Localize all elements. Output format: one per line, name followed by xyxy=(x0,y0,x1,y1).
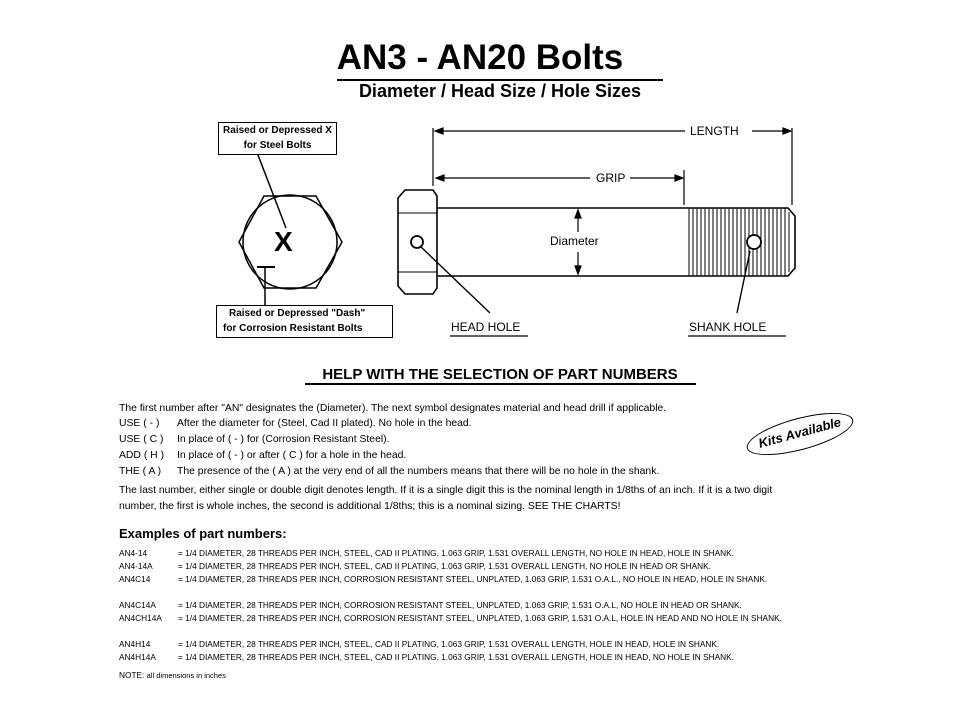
head-hole-label: HEAD HOLE xyxy=(451,320,521,334)
example-desc: = 1/4 DIAMETER, 28 THREADS PER INCH, STE… xyxy=(178,561,711,571)
example-code: AN4-14A xyxy=(119,561,153,571)
example-code: AN4H14A xyxy=(119,652,156,662)
length-arrow-left xyxy=(433,127,444,135)
hex-head-bearing-circle xyxy=(242,194,338,290)
title-underline xyxy=(337,79,663,81)
example-desc: = 1/4 DIAMETER, 28 THREADS PER INCH, COR… xyxy=(178,613,782,623)
example-code: AN4C14 xyxy=(119,574,151,584)
cres-callout-box: Raised or Depressed "Dash" for Corrosion… xyxy=(216,305,393,338)
length-arrow-right xyxy=(782,127,793,135)
help-row-key: THE ( A ) xyxy=(119,466,162,477)
shank-hole xyxy=(746,234,762,250)
example-desc: = 1/4 DIAMETER, 28 THREADS PER INCH, COR… xyxy=(178,600,742,610)
note-text: all dimensions in inches xyxy=(146,671,226,680)
note: NOTE: all dimensions in inches xyxy=(119,670,226,680)
head-hole-leader xyxy=(419,245,491,314)
shank-hole-label: SHANK HOLE xyxy=(689,320,767,334)
example-code: AN4-14 xyxy=(119,548,148,558)
length-explanation-line1: The last number, either single or double… xyxy=(119,485,773,496)
help-row-value: In place of ( - ) or after ( C ) for a h… xyxy=(177,450,407,461)
help-title-underline xyxy=(305,383,696,385)
page-subtitle: Diameter / Head Size / Hole Sizes xyxy=(358,81,642,101)
head-mark-x: X xyxy=(274,226,293,257)
example-desc: = 1/4 DIAMETER, 28 THREADS PER INCH, STE… xyxy=(178,548,734,558)
length-label: LENGTH xyxy=(690,124,739,138)
diameter-label: Diameter xyxy=(549,234,600,248)
example-desc: = 1/4 DIAMETER, 28 THREADS PER INCH, STE… xyxy=(178,639,720,649)
shank-hole-leader xyxy=(736,250,751,314)
help-row-key: ADD ( H ) xyxy=(119,450,165,461)
help-row-key: USE ( - ) xyxy=(119,418,160,429)
example-desc: = 1/4 DIAMETER, 28 THREADS PER INCH, COR… xyxy=(178,574,768,584)
example-code: AN4C14A xyxy=(119,600,156,610)
help-title: HELP WITH THE SELECTION OF PART NUMBERS xyxy=(322,366,678,383)
diameter-arrow-bottom xyxy=(574,265,582,276)
length-explanation-line2: number, the first is whole inches, the s… xyxy=(119,501,621,512)
help-row-value: The presence of the ( A ) at the very en… xyxy=(177,466,660,477)
diameter-arrow-top xyxy=(574,208,582,219)
steel-callout-leader xyxy=(257,154,287,229)
example-code: AN4H14 xyxy=(119,639,151,649)
help-intro: The first number after "AN" designates t… xyxy=(119,403,667,414)
help-row-value: In place of ( - ) for (Corrosion Resista… xyxy=(177,434,390,445)
grip-label: GRIP xyxy=(596,171,626,185)
grip-arrow-left xyxy=(434,174,445,182)
head-hole xyxy=(410,235,424,249)
cres-callout-line2: for Corrosion Resistant Bolts xyxy=(223,323,363,334)
thread-lines xyxy=(688,208,790,276)
hex-head-outline xyxy=(238,195,343,289)
steel-callout-line2: for Steel Bolts xyxy=(243,140,312,151)
bolt-head-side xyxy=(397,189,438,295)
threaded-end-outline xyxy=(685,207,796,277)
note-label: NOTE: xyxy=(119,670,145,680)
steel-callout-box: Raised or Depressed X for Steel Bolts xyxy=(218,122,337,155)
cres-callout-line1: Raised or Depressed "Dash" xyxy=(229,308,366,319)
page-title: AN3 - AN20 Bolts xyxy=(336,38,624,77)
help-row-value: After the diameter for (Steel, Cad II pl… xyxy=(177,418,472,429)
help-row-key: USE ( C ) xyxy=(119,434,164,445)
examples-title: Examples of part numbers: xyxy=(119,526,287,541)
example-desc: = 1/4 DIAMETER, 28 THREADS PER INCH, STE… xyxy=(178,652,734,662)
example-code: AN4CH14A xyxy=(119,613,162,623)
steel-callout-line1: Raised or Depressed X xyxy=(223,125,332,136)
grip-arrow-right xyxy=(674,174,685,182)
